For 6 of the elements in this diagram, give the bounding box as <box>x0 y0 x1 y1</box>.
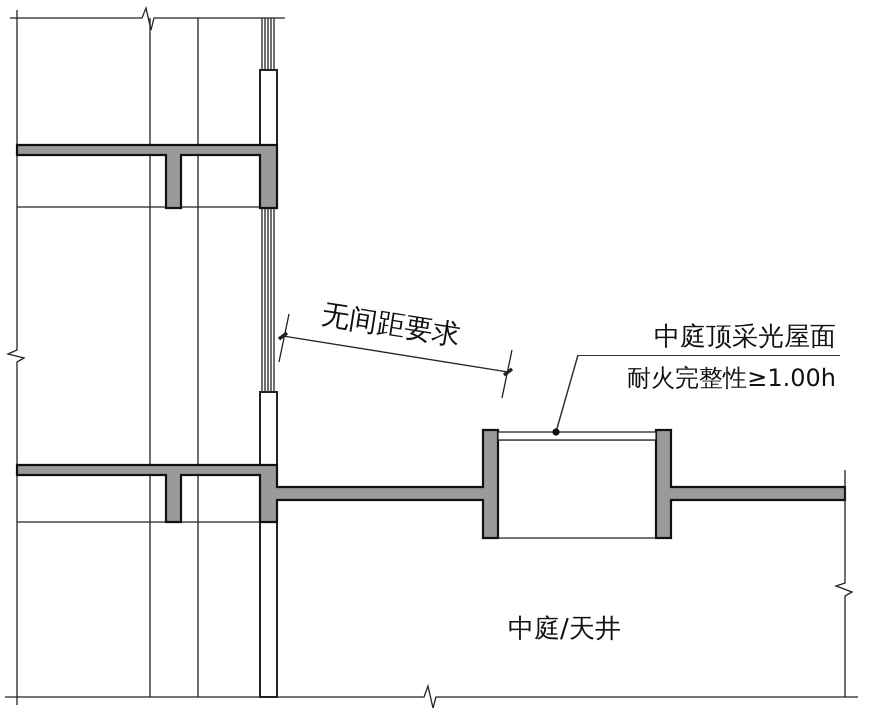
leader-line <box>552 354 579 436</box>
callout-note: 耐火完整性≥1.00h <box>627 366 836 390</box>
callout-title: 中庭顶采光屋面 <box>654 324 836 350</box>
skylight-glass-panel <box>497 431 657 441</box>
space-label: 中庭/天井 <box>508 616 621 642</box>
dimension-text: 无间距要求 <box>320 300 462 350</box>
